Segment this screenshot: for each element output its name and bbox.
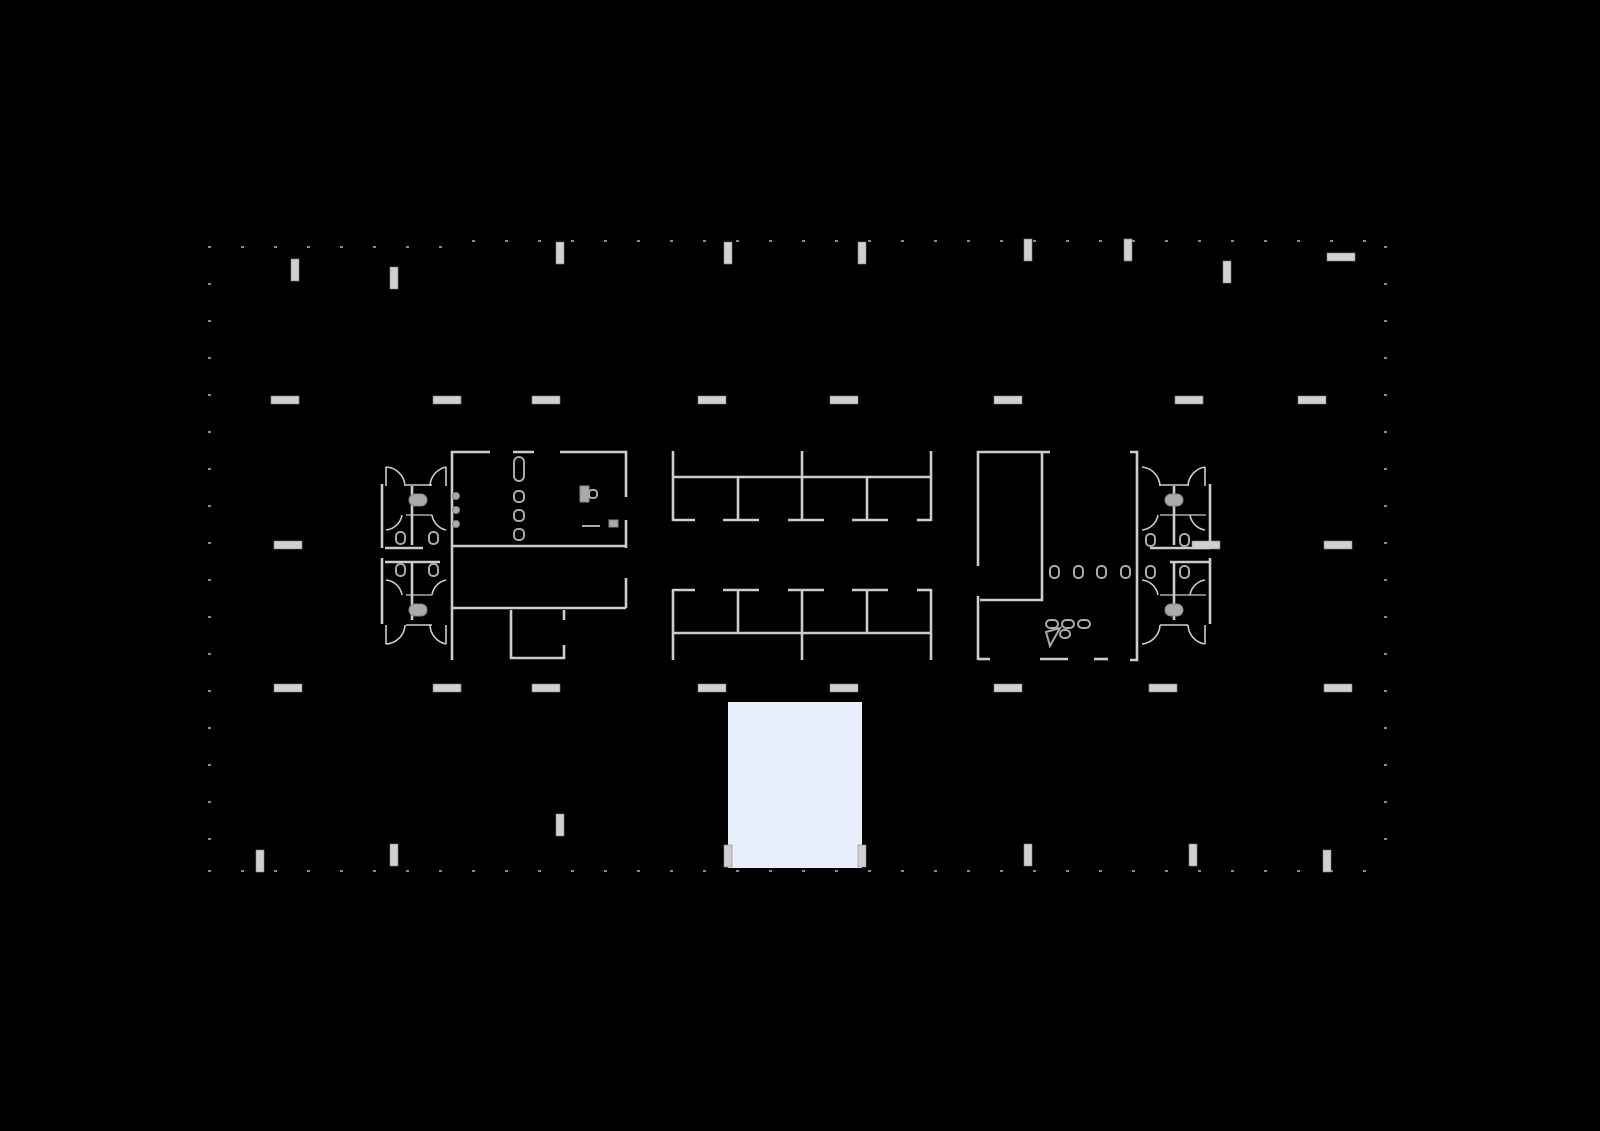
column (274, 684, 302, 692)
column (858, 845, 866, 867)
column (858, 242, 866, 264)
column (433, 396, 461, 404)
column (724, 242, 732, 264)
restroom-left (382, 467, 446, 644)
column (532, 396, 560, 404)
column (698, 396, 726, 404)
column (698, 684, 726, 692)
column (994, 396, 1022, 404)
column (724, 845, 732, 867)
column (994, 684, 1022, 692)
column (556, 814, 564, 836)
column (1189, 844, 1197, 866)
column (433, 684, 461, 692)
column (1124, 239, 1132, 261)
column (1024, 844, 1032, 866)
column (1149, 684, 1177, 692)
column (1323, 850, 1331, 872)
column (390, 267, 398, 289)
column (1324, 541, 1352, 549)
plumbing-fixtures (396, 457, 1189, 646)
column (274, 541, 302, 549)
column (830, 684, 858, 692)
column (1327, 253, 1355, 261)
column (830, 396, 858, 404)
highlighted-space[interactable] (728, 702, 862, 868)
column (291, 259, 299, 281)
column (390, 844, 398, 866)
office-bank (673, 451, 931, 660)
column (256, 850, 264, 872)
column (271, 396, 299, 404)
column (1024, 239, 1032, 261)
column (1298, 396, 1326, 404)
utility-room (452, 452, 626, 660)
column (532, 684, 560, 692)
column (1324, 684, 1352, 692)
column (1223, 261, 1231, 283)
column (556, 242, 564, 264)
column (1175, 396, 1203, 404)
